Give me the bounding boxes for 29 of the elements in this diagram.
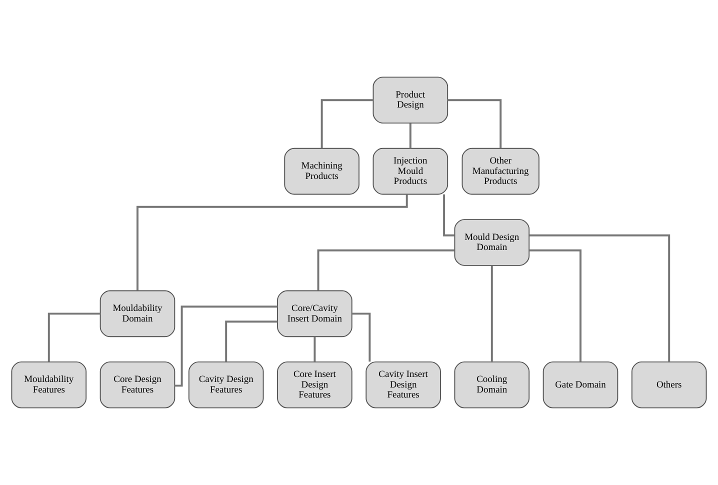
connector <box>443 194 455 236</box>
connector <box>174 306 278 387</box>
connector <box>136 194 408 291</box>
connector <box>529 234 670 362</box>
node-box: Mouldability Domain <box>100 290 176 338</box>
node-box: Cavity Design Features <box>188 361 264 408</box>
connector <box>320 99 374 148</box>
connector <box>490 266 493 362</box>
node-box: Cooling Domain <box>454 361 530 408</box>
node-box: Gate Domain <box>542 361 618 408</box>
node-box: Machining Products <box>284 148 360 195</box>
node-box: Other Manufacturing Products <box>462 148 540 195</box>
node-box: Core Insert Design Features <box>277 361 352 408</box>
connector <box>409 123 412 148</box>
connector <box>352 312 371 362</box>
node-box: Others <box>631 361 707 408</box>
node-box: Injection Mould Products <box>372 148 448 195</box>
connector <box>225 320 278 362</box>
connector <box>448 99 502 148</box>
node-box: Mouldability Features <box>11 361 87 408</box>
connector <box>529 249 582 362</box>
node-box: Cavity Insert Design Features <box>366 361 441 408</box>
node-box: Mould Design Domain <box>454 219 530 266</box>
node-box: Core Design Features <box>100 361 176 408</box>
connector <box>48 312 100 362</box>
node-box: Core/Cavity Insert Domain <box>277 290 352 338</box>
connector <box>317 249 455 290</box>
node-box: Product Design <box>372 76 448 124</box>
connector <box>314 337 316 362</box>
